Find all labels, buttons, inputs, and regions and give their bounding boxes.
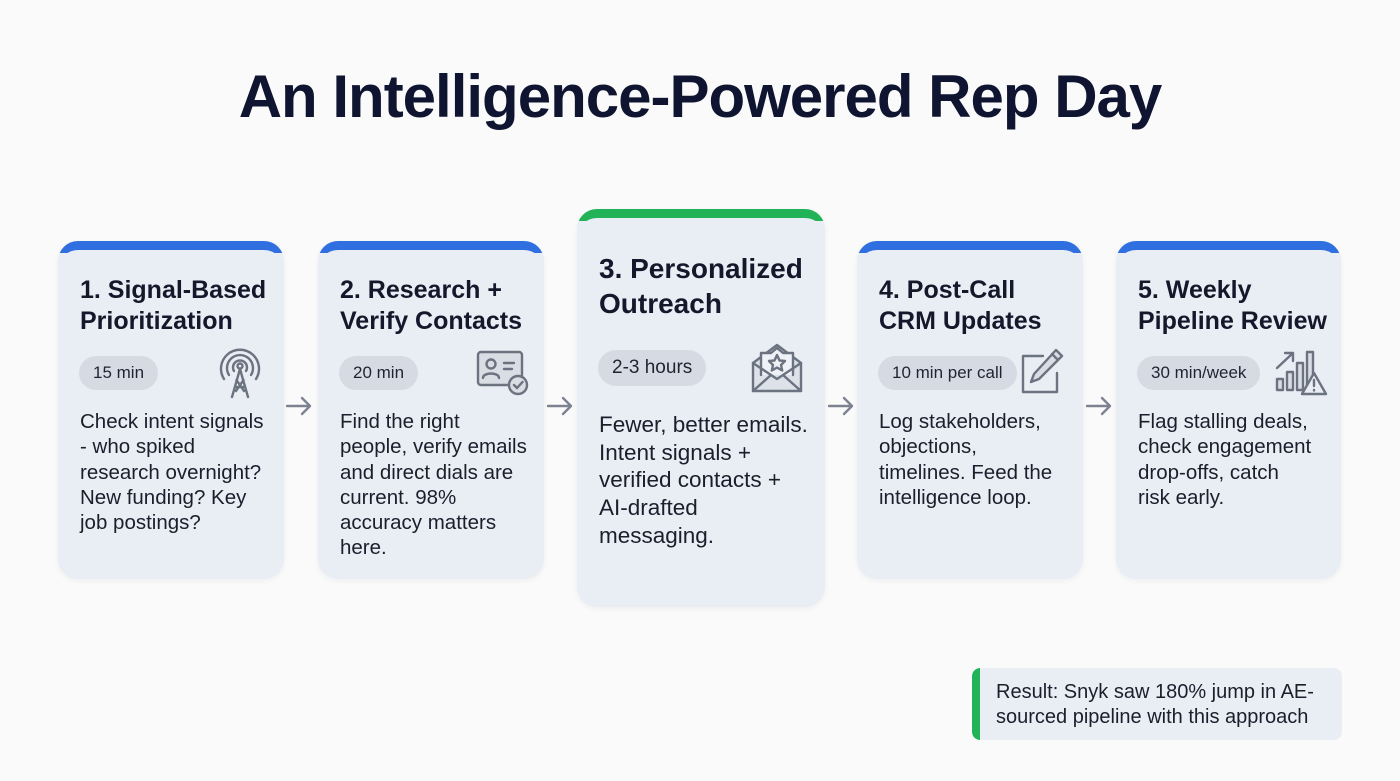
duration-badge: 20 min xyxy=(339,356,419,390)
step-title: 1. Signal-Based Prioritization xyxy=(80,276,267,335)
step-title: 3. Personalized Outreach xyxy=(599,253,803,319)
chart-warning-icon xyxy=(1273,348,1329,398)
step-card-5: 5. Weekly Pipeline Review 30 min/week Fl… xyxy=(1116,241,1341,579)
card-body xyxy=(577,218,825,607)
radio-tower-icon xyxy=(213,345,267,401)
step-description: Log stakeholders, objections, timelines.… xyxy=(879,410,1053,509)
verified-contact-card-icon xyxy=(475,349,531,397)
step-description: Flag stalling deals, check engagement dr… xyxy=(1138,410,1312,509)
step-title: 4. Post-Call CRM Updates xyxy=(879,276,1042,335)
step-title: 5. Weekly Pipeline Review xyxy=(1138,276,1327,335)
envelope-star-icon xyxy=(749,339,805,395)
step-card-2: 2. Research + Verify Contacts 20 min Fin… xyxy=(318,241,544,579)
step-title: 2. Research + Verify Contacts xyxy=(340,276,523,335)
duration-badge: 10 min per call xyxy=(878,356,1017,390)
card-body xyxy=(318,250,544,579)
step-description: Fewer, better emails. Intent signals + v… xyxy=(599,412,808,548)
card-body xyxy=(58,250,284,579)
result-accent-bar xyxy=(972,668,980,740)
arrow-right-icon xyxy=(284,394,314,418)
duration-badge: 15 min xyxy=(79,356,159,390)
step-card-4: 4. Post-Call CRM Updates 10 min per call… xyxy=(857,241,1083,579)
arrow-right-icon xyxy=(545,394,575,418)
step-card-1: 1. Signal-Based Prioritization 15 min Ch… xyxy=(58,241,284,579)
page-title: An Intelligence-Powered Rep Day xyxy=(238,63,1163,130)
card-body xyxy=(857,250,1083,579)
arrow-right-icon xyxy=(1084,394,1114,418)
step-card-3: 3. Personalized Outreach 2-3 hours Fewer… xyxy=(577,209,825,607)
edit-pencil-icon xyxy=(1019,347,1065,395)
step-description: Find the right people, verify emails and… xyxy=(340,410,527,560)
duration-badge: 2-3 hours xyxy=(598,350,707,386)
result-text: Result: Snyk saw 180% jump in AE- source… xyxy=(996,681,1314,728)
arrow-right-icon xyxy=(826,394,856,418)
step-description: Check intent signals - who spiked resear… xyxy=(80,410,264,535)
result-callout: Result: Snyk saw 180% jump in AE- source… xyxy=(972,668,1342,740)
duration-badge: 30 min/week xyxy=(1137,356,1261,390)
card-body xyxy=(1116,250,1341,579)
